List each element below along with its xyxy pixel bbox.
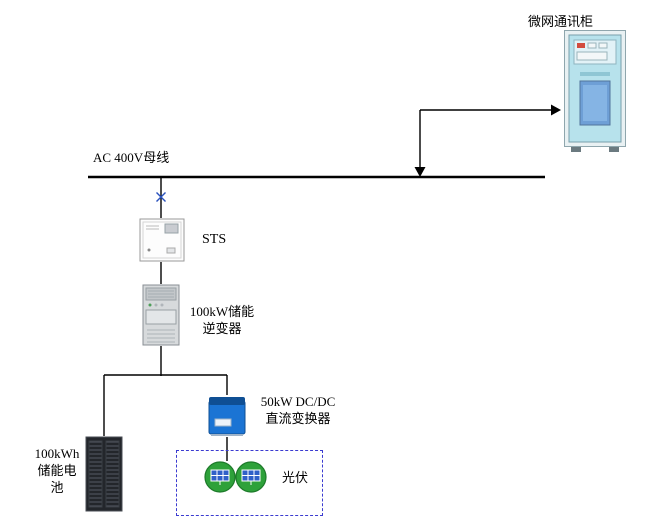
pv-dashed-box (176, 450, 323, 516)
inverter-label-line2: 逆变器 (202, 321, 242, 336)
sts-graphic (139, 218, 185, 262)
pv-modules-graphic (204, 461, 267, 493)
dcdc-label-line2: 直流变换器 (265, 411, 331, 426)
pv-module-icon (204, 461, 236, 493)
battery-label-line1: 100kWh (34, 446, 80, 461)
comm-cabinet-graphic (564, 30, 626, 152)
inverter-graphic (142, 284, 180, 346)
breaker-x-icon (156, 192, 166, 202)
comm-cabinet-label: 微网通讯柜 (528, 14, 594, 29)
pv-label: 光伏 (282, 470, 309, 485)
battery-vent-left (88, 440, 103, 508)
battery-label: 100kWh 储能电 池 (28, 445, 86, 496)
pv-module-icon (235, 461, 267, 493)
inverter-label: 100kW储能 逆变器 (180, 303, 264, 337)
inverter-panel (145, 309, 177, 325)
battery-label-line3: 池 (50, 480, 64, 495)
busbar-label: AC 400V母线 (93, 150, 170, 165)
sts-label: STS (202, 232, 227, 247)
sts-display (164, 223, 179, 234)
dcdc-graphic (208, 397, 246, 436)
dcdc-label: 50kW DC/DC 直流变换器 (248, 393, 348, 427)
battery-vent-right (105, 440, 120, 508)
arrow-right-icon (551, 104, 561, 116)
battery-label-line2: 储能电 (37, 463, 77, 478)
dcdc-label-line1: 50kW DC/DC (260, 394, 336, 409)
inverter-label-line1: 100kW储能 (189, 304, 255, 319)
arrow-down-icon (414, 167, 426, 177)
battery-graphic (85, 436, 123, 512)
dcdc-label-plate (214, 418, 232, 427)
